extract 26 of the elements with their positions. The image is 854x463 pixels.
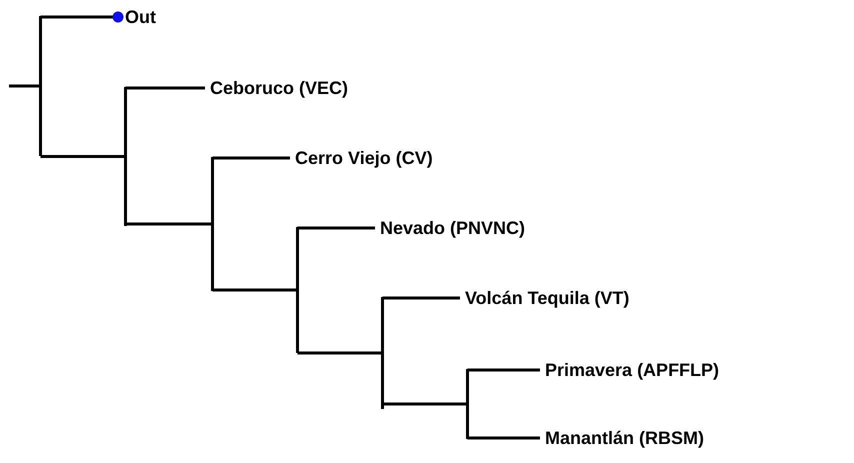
branch-line xyxy=(126,222,211,226)
branch-line xyxy=(298,352,381,354)
branch-line xyxy=(40,155,124,158)
taxon-label: Nevado (PNVNC) xyxy=(375,217,526,239)
clade-bar xyxy=(39,16,42,156)
branch-line xyxy=(382,296,460,300)
taxon-label: Cerro Viejo (CV) xyxy=(290,147,433,169)
branch-line xyxy=(212,288,296,292)
branch-line xyxy=(126,86,205,90)
clade-bar xyxy=(381,297,384,409)
branch-line xyxy=(40,12,124,22)
taxon-label: Volcán Tequila (VT) xyxy=(460,287,630,309)
branch-line xyxy=(468,436,540,440)
branch-line xyxy=(212,156,290,160)
branch-line xyxy=(298,226,375,230)
taxon-label: Ceboruco (VEC) xyxy=(205,77,348,99)
taxon-label: Primavera (APFFLP) xyxy=(540,359,720,381)
taxon-label: Manantlán (RBSM) xyxy=(540,427,704,449)
clade-bar xyxy=(296,227,299,353)
clade-bar xyxy=(211,157,214,291)
branch-line xyxy=(382,402,466,406)
branch-line xyxy=(468,368,540,372)
clade-bar xyxy=(124,87,127,226)
taxon-label: Out xyxy=(118,6,156,28)
clade-bar xyxy=(466,369,469,439)
branch-line xyxy=(9,84,39,88)
